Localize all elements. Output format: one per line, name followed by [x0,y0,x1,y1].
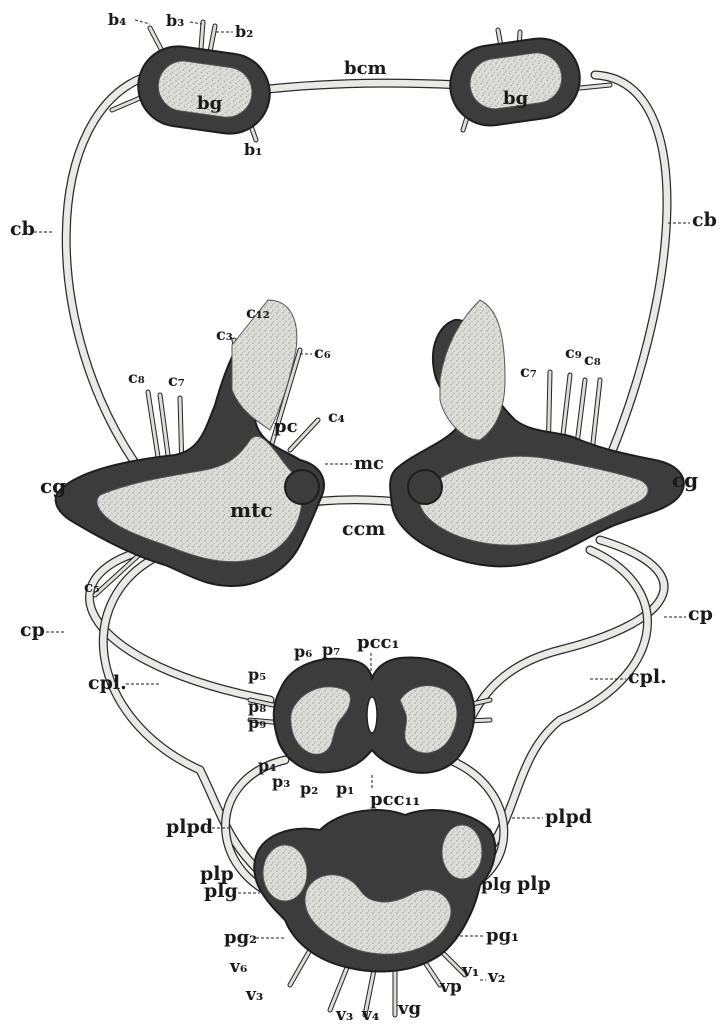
label-c6: c₆ [314,343,331,362]
pedal-ganglia [250,657,490,772]
label-v1: v₁ [461,961,479,981]
label-b2: b₂ [235,22,253,41]
label-c4: c₄ [328,407,345,426]
label-cp-right: cp [688,603,713,625]
label-b4: b₄ [108,10,126,29]
buccal-commissure [260,83,460,90]
label-pg1: pg₁ [486,925,519,946]
label-c7-left: c₇ [168,371,185,390]
label-v6: v₆ [229,957,247,977]
label-c5: c₅ [84,578,100,596]
cerebral-ganglion-right [390,300,684,566]
label-pcc1: pcc₁ [357,632,399,653]
label-vg: vg [397,998,421,1019]
buccal-ganglion-right [445,30,610,131]
label-v3b: v₃ [335,1005,353,1025]
label-p5: p₅ [248,665,266,684]
label-b3: b₃ [166,11,184,30]
label-ccm: ccm [342,518,385,540]
label-bg-right: bg [503,88,529,109]
label-cg-right: cg [672,468,698,492]
label-p7: p₇ [322,640,340,659]
label-cb-right: cb [692,209,717,231]
label-v4: v₄ [361,1005,379,1025]
label-cpl-right: cpl. [628,666,667,688]
label-c9: c₉ [565,343,582,362]
label-plp-right: plp [517,873,551,895]
label-v3a: v₃ [245,985,263,1005]
label-p9: p₉ [248,713,266,732]
label-c12: c₁₂ [246,303,270,322]
label-cb-left: cb [10,218,35,240]
label-cpl-left: cpl. [88,672,127,694]
label-plg-left: plg [204,880,238,902]
label-p2: p₂ [300,779,318,798]
label-p1: p₁ [336,779,354,798]
label-c8-left: c₈ [128,368,145,387]
label-plpd-left: plpd [166,816,213,838]
label-vp: vp [439,977,462,997]
label-p6: p₆ [294,642,312,661]
label-pc: pc [274,416,298,437]
cerebro-buccal-connective-left [66,75,150,470]
label-pg2: pg₂ [224,927,257,948]
label-bcm: bcm [344,58,387,79]
label-c3: c₃ [216,325,233,344]
label-mtc: mtc [230,498,273,522]
cerebral-ganglion-left [56,300,324,595]
label-c8-right: c₈ [584,350,601,369]
label-bg-left: bg [197,93,223,114]
label-cg-left: cg [40,474,66,498]
label-mc: mc [354,453,384,474]
label-plg-right: plg [481,875,511,895]
label-p3: p₃ [272,772,290,791]
label-pcc2: pcc₁₁ [370,789,420,810]
cerebro-buccal-connective-right [595,75,667,480]
label-b1: b₁ [244,140,262,159]
label-c7-right: c₇ [520,362,537,381]
label-v2: v₂ [487,967,505,987]
label-cp-left: cp [20,619,45,641]
label-plpd-right: plpd [545,806,592,828]
